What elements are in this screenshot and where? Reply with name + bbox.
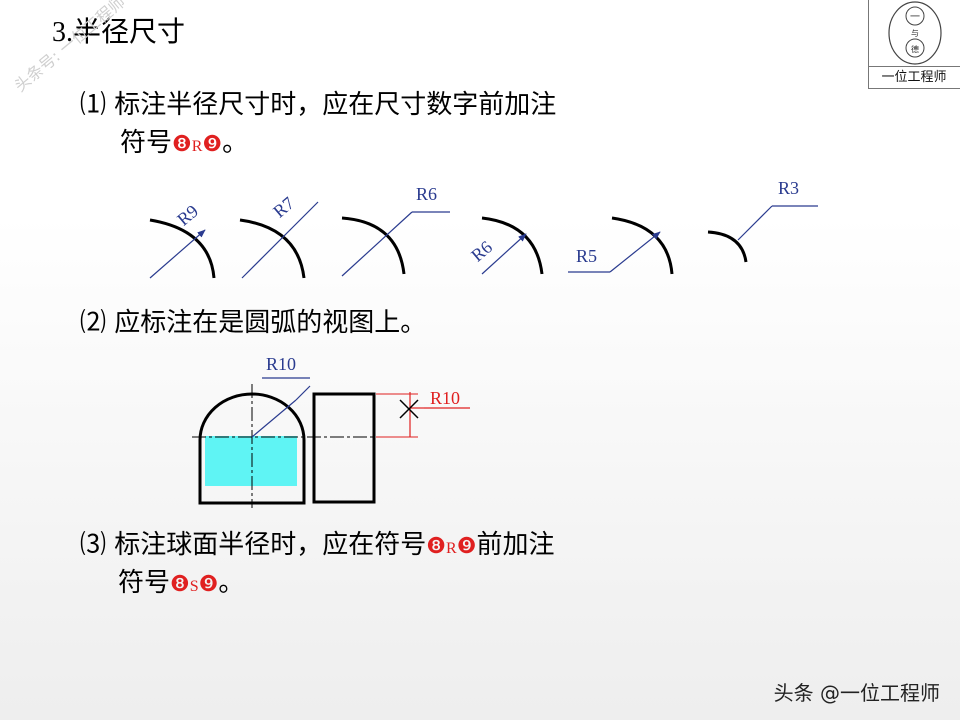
fig2-label-bad: R10: [430, 388, 460, 408]
symbol-close-icon: ❾: [202, 132, 223, 157]
symbol-letter: R: [446, 540, 457, 557]
item2-text: 应标注在是圆弧的视图上。: [114, 308, 427, 338]
item1-text2: 符号: [120, 128, 173, 158]
arc-radius-figure: R9 R7 R6 R6 R5 R3: [149, 178, 818, 279]
item3-line1: ⑶ 标注球面半径时，应在符号❽R❾前加注: [80, 528, 554, 566]
item1-line1: ⑴ 标注半径尺寸时，应在尺寸数字前加注: [80, 88, 556, 122]
arc-2: [239, 218, 306, 279]
front-view-outline: [198, 392, 306, 505]
symbol-close-icon: ❾: [456, 534, 477, 559]
item1-line2: 符号❽R❾。: [120, 126, 248, 164]
item3-end: 。: [218, 568, 245, 598]
symbol-close-icon: ❾: [198, 572, 219, 597]
arc-label-6: R3: [778, 178, 799, 198]
dim-line-1: [149, 229, 206, 279]
arc-1: [149, 218, 216, 279]
item2-marker: ⑵: [80, 308, 107, 338]
arc-label-1: R9: [173, 201, 202, 230]
seal-char-1: 一: [910, 12, 920, 23]
side-view-outline: [312, 392, 376, 504]
dim-line-2: [241, 201, 319, 279]
item1-end: 。: [222, 128, 249, 158]
arc-label-2: R7: [269, 193, 298, 222]
symbol-open-icon: ❽: [172, 132, 192, 157]
title-number: 3.: [52, 17, 73, 48]
symbol-letter-s: S: [189, 578, 199, 595]
page-title: 3.半径尺寸: [52, 10, 185, 50]
dim-line-good: [251, 399, 297, 438]
seal-char-3: 德: [911, 44, 919, 54]
arc-label-4: R6: [467, 237, 496, 266]
view-figure: R10 R10: [192, 354, 470, 508]
footer-credit: 头条 @一位工程师: [773, 681, 940, 705]
item3-text1a: 标注球面半径时，应在符号: [114, 530, 427, 560]
arc-label-5: R5: [576, 246, 597, 266]
symbol-open-icon: ❽: [426, 534, 447, 559]
item1-text1: 标注半径尺寸时，应在尺寸数字前加注: [114, 90, 557, 120]
item3-marker: ⑶: [80, 530, 107, 560]
item1-marker: ⑴: [80, 90, 107, 120]
item2-line: ⑵ 应标注在是圆弧的视图上。: [80, 306, 426, 340]
title-text: 半径尺寸: [73, 15, 186, 48]
fig2-label-good: R10: [266, 354, 296, 374]
dim-line-3: [341, 211, 413, 277]
symbol-open-icon: ❽: [170, 572, 190, 597]
leader-good: [295, 385, 311, 401]
seal-icon: 一 与 德: [888, 1, 942, 65]
symbol-letter: R: [191, 138, 203, 155]
logo: 一 与 德: [868, 0, 960, 89]
arc-6: [707, 230, 748, 263]
item3-text1b: 前加注: [476, 530, 555, 560]
section-fill: [205, 436, 297, 486]
dim-line-6: [737, 205, 773, 241]
seal-char-2: 与: [911, 29, 919, 38]
dim-line-4: [481, 233, 527, 275]
arc-label-3: R6: [416, 184, 437, 204]
dim-line-5: [609, 231, 661, 273]
arc-3: [341, 216, 406, 275]
item3-line2: 符号❽S❾。: [118, 566, 244, 604]
logo-label: 一位工程师: [868, 66, 960, 89]
item3-text2: 符号: [118, 568, 171, 598]
